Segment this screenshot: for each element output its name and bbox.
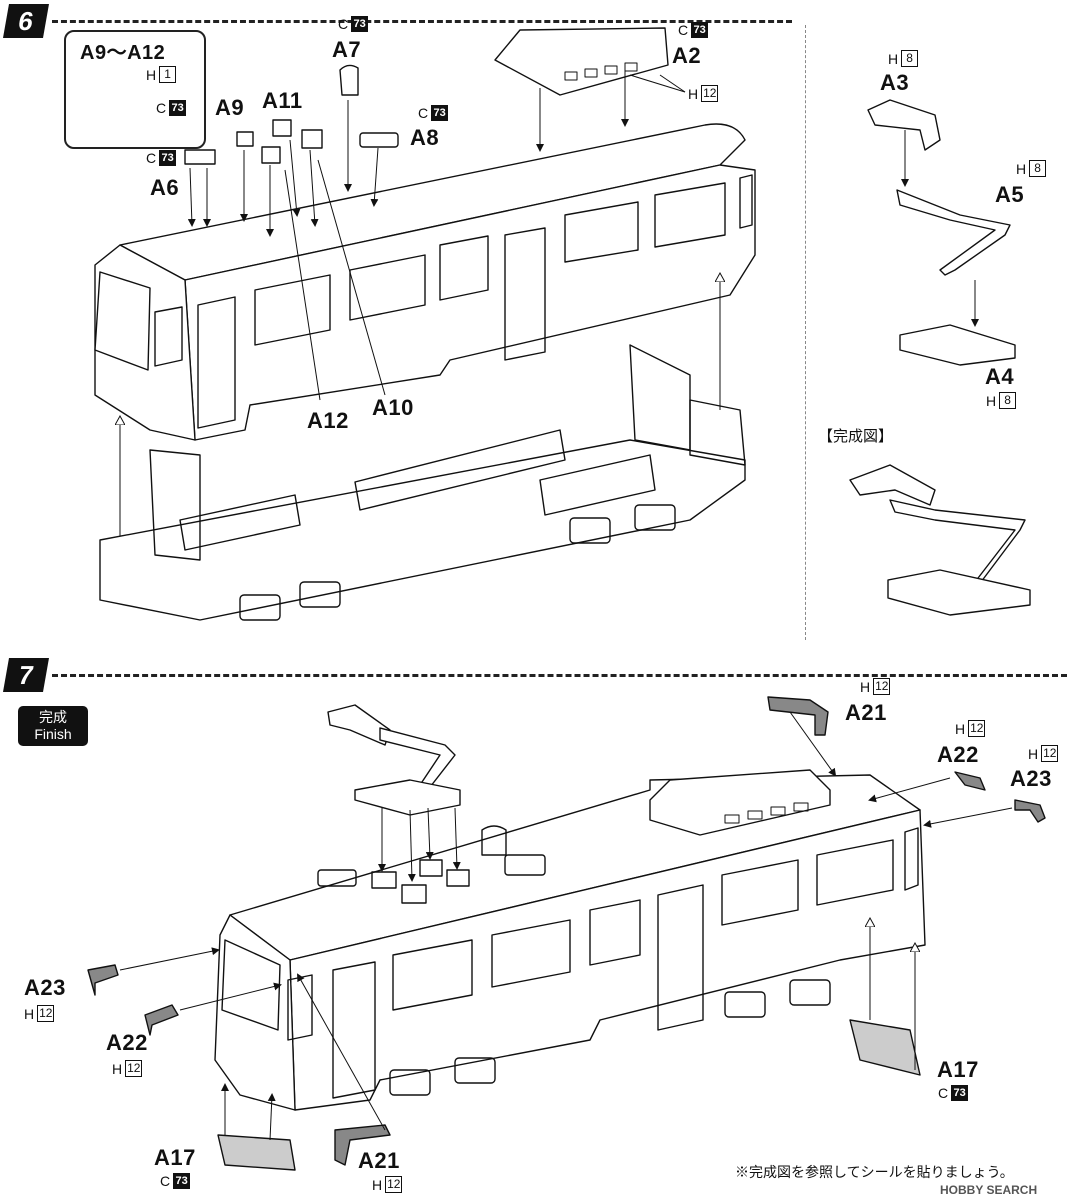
label-a22-left: A22 — [106, 1030, 148, 1055]
step-7-divider — [52, 674, 1067, 677]
runner-number: 12 — [701, 85, 719, 102]
completed-diagram-label: 【完成図】 — [818, 428, 894, 445]
runner-letter: C — [678, 22, 689, 38]
pantograph-step7 — [327, 704, 461, 816]
label-a9: A9 — [215, 95, 245, 120]
runner-letter: H — [955, 720, 966, 737]
watermark: HOBBY SEARCH — [940, 1183, 1038, 1197]
runner-letter: C — [146, 150, 157, 166]
tram-body-step6 — [94, 123, 756, 441]
label-a21-bottom: A21 — [358, 1148, 400, 1173]
runner-letter: H — [372, 1176, 383, 1193]
label-a23-right: A23 — [1010, 766, 1052, 791]
runner-letter: C — [938, 1085, 949, 1101]
finish-label-en: Finish — [34, 726, 72, 742]
pantograph-explode — [867, 99, 1016, 366]
runner-letter: H — [112, 1060, 123, 1077]
runner-number: 73 — [351, 16, 369, 32]
label-a12: A12 — [307, 408, 349, 433]
runner-letter: H — [146, 66, 157, 83]
label-a6: A6 — [150, 175, 180, 200]
finish-label-jp: 完成 — [39, 709, 67, 725]
step-7-number: 7 — [3, 658, 49, 692]
runner-number: 12 — [37, 1005, 55, 1022]
step7-parts — [87, 696, 1046, 1171]
pantograph-completed — [849, 464, 1031, 616]
runner-number: 8 — [999, 392, 1017, 409]
label-a5: A5 — [995, 182, 1025, 207]
runner-number: 12 — [968, 720, 986, 737]
runner-number: 8 — [901, 50, 919, 67]
runner-letter: C — [156, 100, 167, 116]
runner-letter: H — [860, 678, 871, 695]
label-a11: A11 — [262, 88, 303, 113]
sticker-note: ※完成図を参照してシールを貼りましょう。 — [735, 1164, 1014, 1180]
label-a23-left: A23 — [24, 975, 66, 1000]
runner-number: 8 — [1029, 160, 1047, 177]
runner-number: 73 — [691, 22, 709, 38]
runner-number: 73 — [431, 105, 449, 121]
inset-box-a9-a12 — [64, 30, 206, 149]
label-a7: A7 — [332, 37, 362, 62]
vertical-divider — [805, 25, 806, 640]
roof-fittings-step7 — [317, 825, 546, 904]
runner-number: 73 — [159, 150, 177, 166]
label-a10: A10 — [372, 395, 414, 420]
label-a2: A2 — [672, 43, 702, 68]
runner-number: 12 — [873, 678, 891, 695]
label-a3: A3 — [880, 70, 910, 95]
label-a17-right: A17 — [937, 1057, 979, 1082]
finish-badge: 完成 Finish — [18, 706, 88, 746]
tram-chassis-step6 — [99, 344, 746, 621]
runner-number: 12 — [125, 1060, 143, 1077]
runner-letter: H — [888, 50, 899, 67]
tram-body-step7 — [214, 769, 926, 1111]
runner-number: 12 — [1041, 745, 1059, 762]
runner-number: 73 — [951, 1085, 969, 1101]
runner-number: 12 — [385, 1176, 403, 1193]
runner-letter: C — [160, 1173, 171, 1189]
step7-arrows — [119, 711, 1013, 1141]
roof-fittings-step6 — [184, 64, 399, 165]
runner-number: 73 — [169, 100, 187, 116]
runner-letter: H — [1016, 160, 1027, 177]
label-a22-right: A22 — [937, 742, 979, 767]
step-6-number: 6 — [3, 4, 49, 38]
runner-letter: H — [1028, 745, 1039, 762]
roof-cover-a2 — [494, 27, 669, 96]
label-a17-left: A17 — [154, 1145, 196, 1170]
runner-letter: H — [24, 1005, 35, 1022]
runner-letter: C — [338, 16, 349, 32]
runner-letter: C — [418, 105, 429, 121]
step-6-divider — [52, 20, 792, 23]
label-a8: A8 — [410, 125, 440, 150]
runner-number: 1 — [159, 66, 177, 83]
runner-letter: H — [688, 85, 699, 102]
label-a21-top: A21 — [845, 700, 887, 725]
runner-letter: H — [986, 392, 997, 409]
label-a9-a12: A9～A12 — [80, 42, 166, 64]
label-a4: A4 — [985, 364, 1015, 389]
step6-arrows — [120, 70, 720, 540]
runner-number: 73 — [173, 1173, 191, 1189]
